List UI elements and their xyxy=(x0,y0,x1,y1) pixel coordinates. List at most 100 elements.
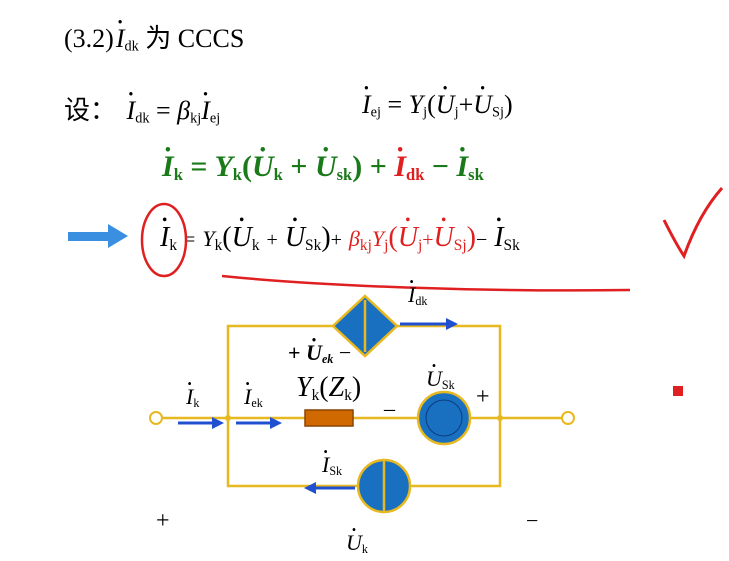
resistor-Yk xyxy=(304,409,354,427)
label-Usk: USk xyxy=(426,366,455,393)
Zk-sub: k xyxy=(344,386,352,404)
g-open: ( xyxy=(241,150,252,183)
Uek-minus: − xyxy=(338,340,352,365)
dependent-current-source xyxy=(331,294,399,358)
g-I-sub: k xyxy=(173,165,183,185)
Yk-open: ( xyxy=(319,372,329,403)
g-plus: + xyxy=(290,150,308,183)
g-Is: I xyxy=(456,150,468,184)
f-Y2-sub: j xyxy=(384,236,389,254)
f-U-sub: k xyxy=(251,236,260,254)
heading-sub: dk xyxy=(124,38,139,55)
g-Y: Y xyxy=(214,150,233,183)
f-U4-sub: Sj xyxy=(453,236,467,254)
eq2-U2: U xyxy=(473,90,492,120)
g-Id-sub: dk xyxy=(406,165,425,185)
f-beta-sub: kj xyxy=(359,236,372,254)
Isk-var: I xyxy=(322,452,329,478)
eq2-close: ) xyxy=(503,90,513,119)
pointer-arrow-icon xyxy=(68,224,128,248)
f-close: ) xyxy=(321,222,331,253)
f-Is-sub: Sk xyxy=(503,236,520,254)
f-Y-sub: k xyxy=(214,236,223,254)
eq1-eq: = xyxy=(155,96,171,125)
Uek-var: U xyxy=(306,340,322,366)
label-Idk: Idk xyxy=(408,282,427,309)
arrow-Isk-icon xyxy=(304,482,355,494)
Ik-sub: k xyxy=(193,396,200,411)
f-close2: ) xyxy=(466,222,476,253)
terminal-right xyxy=(561,411,575,425)
label-Yk: Yk(Zk) xyxy=(296,372,361,405)
junction-right xyxy=(497,415,503,421)
g-Us-sub: sk xyxy=(336,165,353,185)
label-Isk: ISk xyxy=(322,452,342,479)
f-Us: U xyxy=(285,222,305,254)
Uk-sub: k xyxy=(361,542,368,557)
g-Is-sub: sk xyxy=(468,165,484,185)
f-beta: β xyxy=(348,226,360,251)
Uk-var: U xyxy=(346,530,362,556)
Yk-close: ) xyxy=(351,372,362,403)
src-plus-sign: + xyxy=(476,384,490,410)
eq2-U: U xyxy=(436,90,455,120)
eq2-Y: Y xyxy=(408,90,424,119)
eq1-beta-sub: kj xyxy=(190,110,202,127)
g-eq: = xyxy=(190,150,208,183)
Usk-var: U xyxy=(426,366,442,392)
Idk-sub: dk xyxy=(415,294,428,309)
check-mark-icon xyxy=(662,187,724,260)
f-Is: I xyxy=(494,222,503,254)
f-Y: Y xyxy=(202,226,215,251)
g-close: ) xyxy=(352,150,363,183)
f-minus: − xyxy=(475,229,488,251)
f-plus: + xyxy=(266,229,278,251)
Isk-sub: Sk xyxy=(329,464,343,479)
label-Uek: + Uek − xyxy=(288,340,351,367)
f-plus3: + xyxy=(422,229,434,251)
port-plus-sign: + xyxy=(156,508,170,534)
eq1-beta: β xyxy=(177,96,191,125)
Yk-var: Y xyxy=(296,372,312,403)
heading-text: 为 CCCS xyxy=(145,24,245,53)
eq2-lhs: I xyxy=(362,90,371,120)
f-eq: = xyxy=(184,229,196,251)
eq2-U2-sub: Sj xyxy=(492,104,504,121)
g-Id: I xyxy=(394,150,406,184)
junction-left xyxy=(225,415,231,421)
f-U: U xyxy=(232,222,252,254)
Iek-sub: ek xyxy=(251,396,263,411)
arrow-Iek-icon xyxy=(236,417,282,429)
g-U-sub: k xyxy=(273,165,283,185)
green-equation: Ik = Yk(Uk + Usk) + Idk − Isk xyxy=(162,150,484,185)
set-label: 设： xyxy=(64,96,117,125)
eq2-plus: + xyxy=(458,90,474,119)
label-Ik: Ik xyxy=(186,384,199,411)
g-I: I xyxy=(162,150,174,184)
Yk-sub: k xyxy=(311,386,320,404)
arrow-Ik-icon xyxy=(178,417,224,429)
heading-number: (3.2) xyxy=(64,24,114,53)
f-Us-sub: Sk xyxy=(305,236,322,254)
f-open: ( xyxy=(222,222,232,253)
Usk-sub: Sk xyxy=(441,378,455,393)
Zk-var: Z xyxy=(328,372,345,403)
eq2-U-sub: j xyxy=(454,104,459,121)
src-minus-sign: _ xyxy=(384,388,395,413)
Ik-var: I xyxy=(186,384,193,410)
current-source-Isk xyxy=(356,458,412,514)
eq2-eq: = xyxy=(387,90,403,119)
g-U: U xyxy=(252,150,274,184)
g-Us: U xyxy=(315,150,337,184)
eq2-open: ( xyxy=(427,90,436,119)
eq2-Y-sub: j xyxy=(423,104,428,121)
port-minus-sign: − xyxy=(526,508,539,533)
f-open2: ( xyxy=(388,222,398,253)
eq2-lhs-sub: ej xyxy=(370,104,381,121)
Uek-plus: + xyxy=(288,340,301,365)
label-Iek: Iek xyxy=(244,384,263,411)
eq1-lhs: I xyxy=(127,96,136,126)
g-plus2: + xyxy=(369,150,387,183)
red-dot-annotation xyxy=(673,386,683,396)
